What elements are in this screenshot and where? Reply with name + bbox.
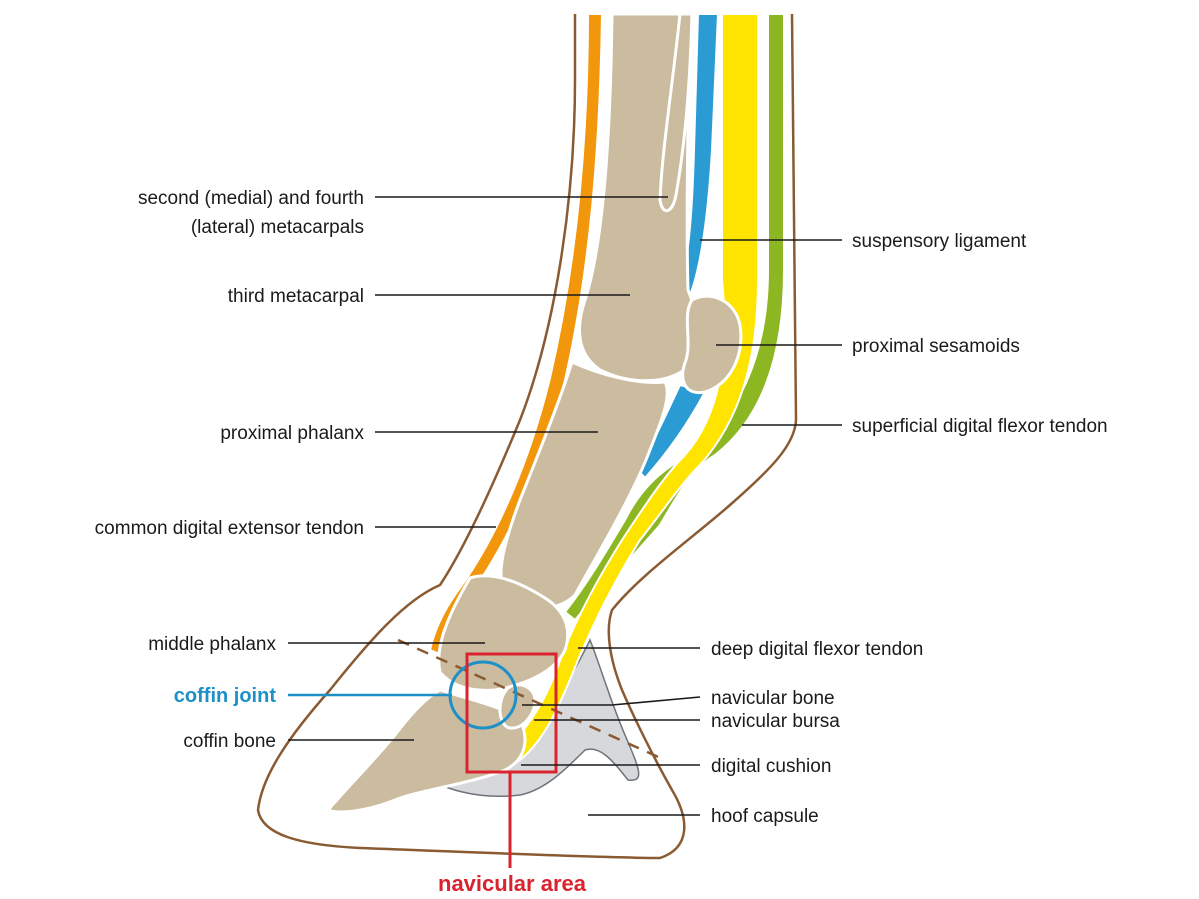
label-common-digital-extensor-tendon: common digital extensor tendon xyxy=(95,518,364,539)
label-digital-cushion: digital cushion xyxy=(711,756,831,777)
label-coffin-bone: coffin bone xyxy=(183,731,276,752)
label-metacarpals-line2: (lateral) metacarpals xyxy=(191,217,364,238)
label-coffin-joint: coffin joint xyxy=(174,685,277,707)
label-superficial-digital-flexor-tendon: superficial digital flexor tendon xyxy=(852,416,1108,437)
label-navicular-bone: navicular bone xyxy=(711,688,835,709)
label-hoof-capsule: hoof capsule xyxy=(711,806,819,827)
label-proximal-phalanx: proximal phalanx xyxy=(220,423,364,444)
proximal-phalanx-shape xyxy=(501,362,667,608)
label-navicular-area: navicular area xyxy=(438,871,587,896)
label-proximal-sesamoids: proximal sesamoids xyxy=(852,336,1020,357)
label-metacarpals-line1: second (medial) and fourth xyxy=(138,188,364,209)
label-middle-phalanx: middle phalanx xyxy=(148,634,276,655)
label-third-metacarpal: third metacarpal xyxy=(228,286,364,307)
label-navicular-bursa: navicular bursa xyxy=(711,711,840,732)
label-deep-digital-flexor-tendon: deep digital flexor tendon xyxy=(711,639,923,660)
label-suspensory-ligament: suspensory ligament xyxy=(852,231,1027,252)
